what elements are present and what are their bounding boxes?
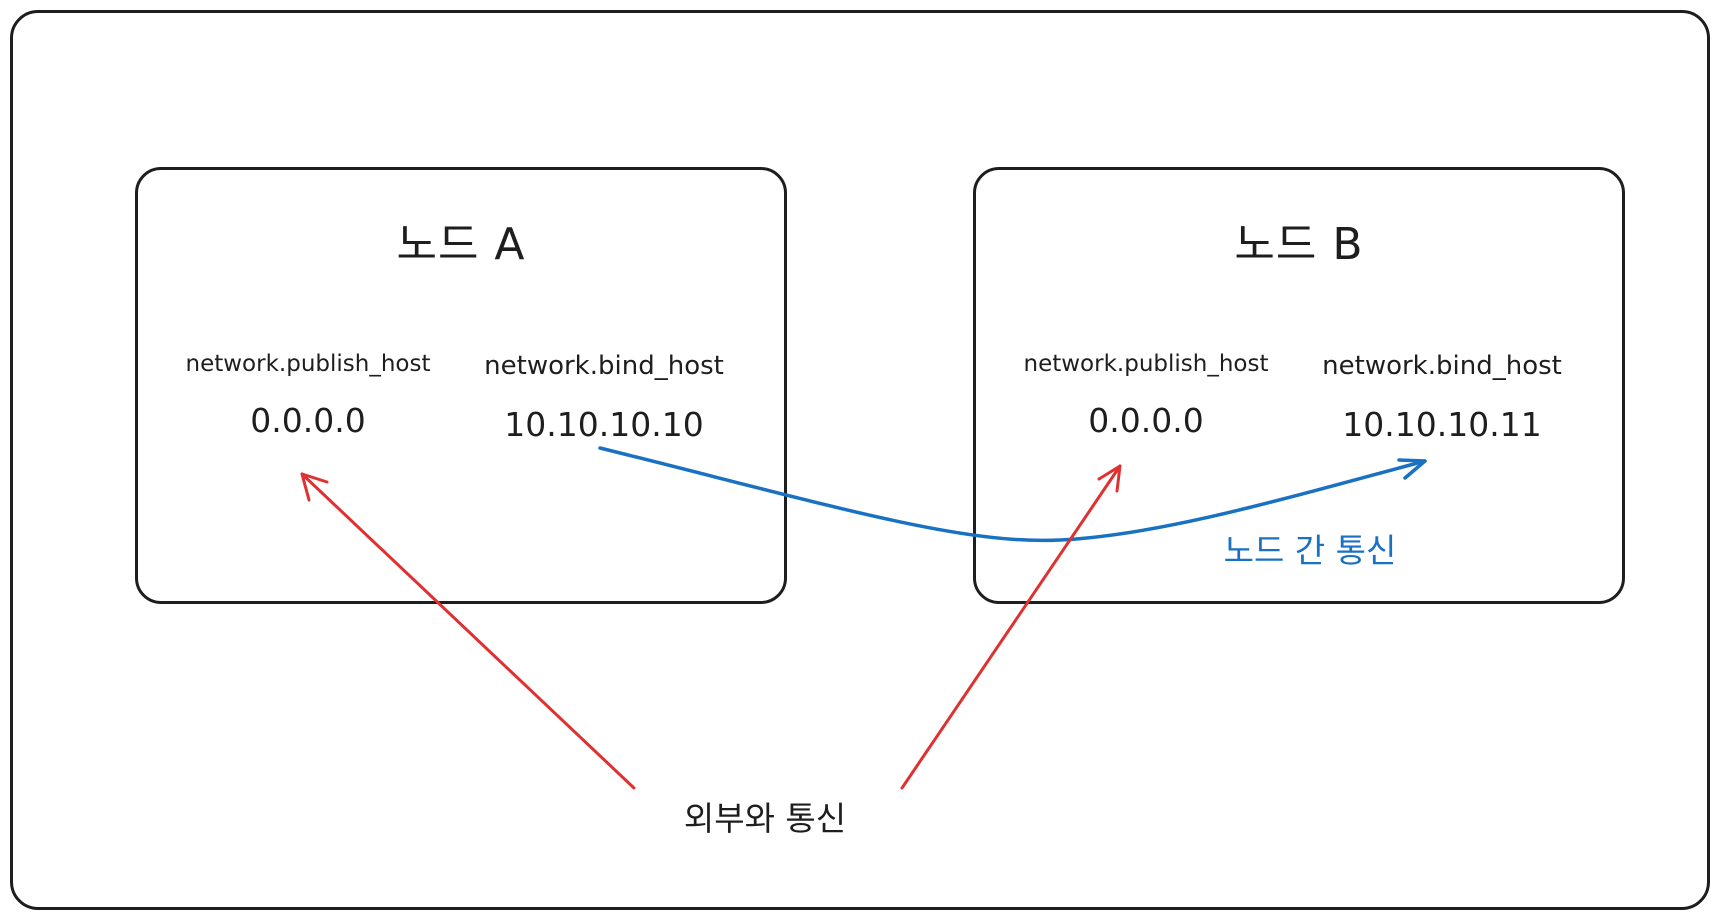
diagram-frame [10, 10, 1710, 910]
node-b-publish-value: 0.0.0.0 [1088, 401, 1204, 440]
node-b-bind-label: network.bind_host [1322, 351, 1562, 381]
node-a-publish-value: 0.0.0.0 [250, 401, 366, 440]
node-a-publish-label: network.publish_host [185, 351, 431, 377]
node-a-bind-label: network.bind_host [484, 351, 724, 381]
node-a-bind-value: 10.10.10.10 [504, 405, 704, 444]
node-b-title: 노드 B [1234, 219, 1364, 270]
node-b-bind-value: 10.10.10.11 [1342, 405, 1542, 444]
external-communication-label: 외부와 통신 [683, 799, 847, 838]
node-b-publish-label: network.publish_host [1023, 351, 1269, 377]
node-a-box: 노드 A network.publish_host 0.0.0.0 networ… [135, 167, 787, 604]
internal-communication-label: 노드 간 통신 [1223, 531, 1397, 570]
node-a-bind-host: network.bind_host 10.10.10.10 [464, 351, 744, 444]
node-b-publish-host: network.publish_host 0.0.0.0 [1006, 351, 1286, 440]
node-b-box: 노드 B network.publish_host 0.0.0.0 networ… [973, 167, 1625, 604]
node-a-publish-host: network.publish_host 0.0.0.0 [168, 351, 448, 440]
node-b-bind-host: network.bind_host 10.10.10.11 [1302, 351, 1582, 444]
node-a-title: 노드 A [396, 219, 526, 270]
